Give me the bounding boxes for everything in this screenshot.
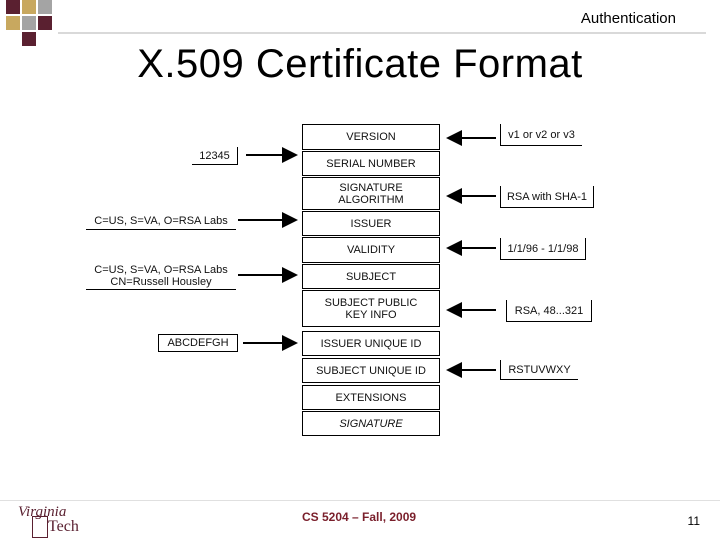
field-serial-number: SERIAL NUMBER <box>302 151 440 176</box>
label-sig-alg-value: RSA with SHA-1 <box>500 186 594 208</box>
field-issuer-unique-id: ISSUER UNIQUE ID <box>302 331 440 356</box>
label-subject-uid-value: RSTUVWXY <box>500 360 578 380</box>
label-version-value: v1 or v2 or v3 <box>500 124 582 146</box>
logo-text-bottom: Tech <box>48 518 79 535</box>
field-signature-algorithm: SIGNATURE ALGORITHM <box>302 177 440 210</box>
label-pubkey-value: RSA, 48...321 <box>506 300 592 322</box>
label-validity-value: 1/1/96 - 1/1/98 <box>500 238 586 260</box>
logo-text-top: Virginia <box>18 504 67 520</box>
field-subject-unique-id: SUBJECT UNIQUE ID <box>302 358 440 383</box>
corner-square-7 <box>22 32 36 46</box>
corner-square-5 <box>22 16 36 30</box>
corner-square-6 <box>38 16 52 30</box>
label-serial-value: 12345 <box>192 147 238 165</box>
label-issuer-uid-value: ABCDEFGH <box>158 334 238 352</box>
header-bar <box>58 10 706 34</box>
field-version: VERSION <box>302 124 440 150</box>
logo-emblem <box>32 516 48 538</box>
section-label: Authentication <box>580 10 676 27</box>
field-subject-public-key-info: SUBJECT PUBLIC KEY INFO <box>302 290 440 327</box>
corner-square-1 <box>6 0 20 14</box>
field-subject: SUBJECT <box>302 264 440 289</box>
corner-square-4 <box>6 16 20 30</box>
label-subject-value: C=US, S=VA, O=RSA Labs CN=Russell Housle… <box>86 262 236 290</box>
virginia-tech-logo: Virginia Tech <box>18 504 108 538</box>
field-signature: SIGNATURE <box>302 411 440 436</box>
footer-divider <box>0 500 720 501</box>
corner-square-3 <box>38 0 52 14</box>
label-issuer-value: C=US, S=VA, O=RSA Labs <box>86 212 236 230</box>
field-issuer: ISSUER <box>302 211 440 236</box>
corner-square-2 <box>22 0 36 14</box>
page-number: 11 <box>687 514 700 528</box>
field-extensions: EXTENSIONS <box>302 385 440 410</box>
slide-title: X.509 Certificate Format <box>137 42 583 86</box>
field-validity: VALIDITY <box>302 237 440 263</box>
course-label: CS 5204 – Fall, 2009 <box>302 510 417 524</box>
